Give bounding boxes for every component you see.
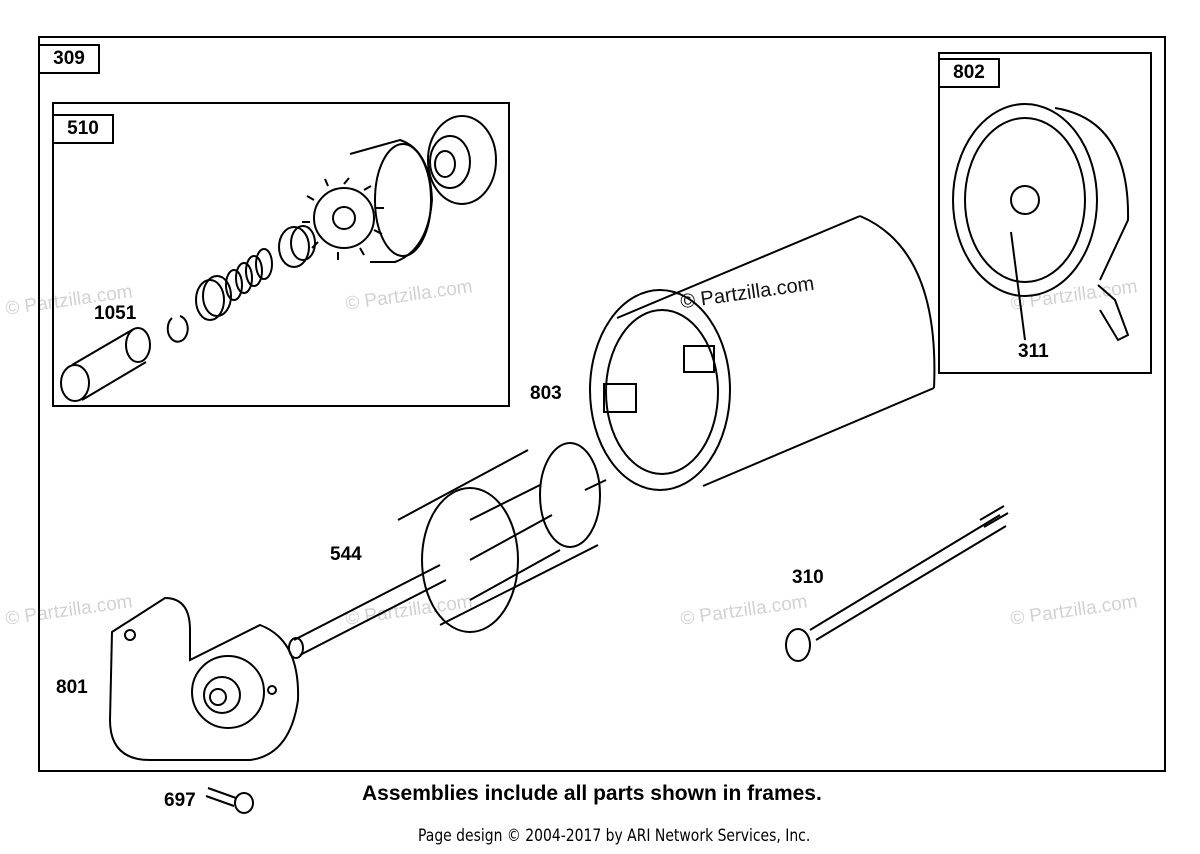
sub-frame-label-510: 510 [52, 114, 114, 144]
callout-310: 310 [792, 567, 824, 588]
callout-544: 544 [330, 544, 362, 565]
assembly-label-309: 309 [38, 44, 100, 74]
callout-697: 697 [164, 790, 196, 811]
callout-311: 311 [1018, 341, 1049, 362]
callout-803: 803 [530, 383, 562, 404]
armature-drawing [288, 442, 607, 659]
sub-frame-510 [52, 102, 510, 407]
mounting-bracket-drawing [108, 596, 300, 761]
retaining-ring-drawing [166, 315, 189, 343]
page-credit: Page design © 2004-2017 by ARI Network S… [418, 826, 811, 846]
end-cap-drawing [952, 103, 1130, 342]
sub-frame-label-802: 802 [938, 58, 1000, 88]
callout-801: 801 [56, 677, 88, 698]
callout-1051: 1051 [94, 303, 137, 324]
assembly-frame-309 [38, 36, 1166, 772]
drive-cap-drawing [427, 115, 497, 205]
assembly-note: Assemblies include all parts shown in fr… [362, 782, 822, 805]
through-bolt-drawing [785, 505, 1009, 662]
sub-frame-802 [938, 52, 1152, 374]
screw-drawing [205, 787, 254, 814]
spring-cup-drawing [278, 225, 316, 268]
collar-drawing [195, 275, 232, 321]
frame-housing-drawing [589, 215, 936, 491]
spacer-tube-drawing [60, 327, 151, 402]
pinion-gear-drawing [302, 138, 434, 263]
spring-drawing [225, 248, 273, 301]
